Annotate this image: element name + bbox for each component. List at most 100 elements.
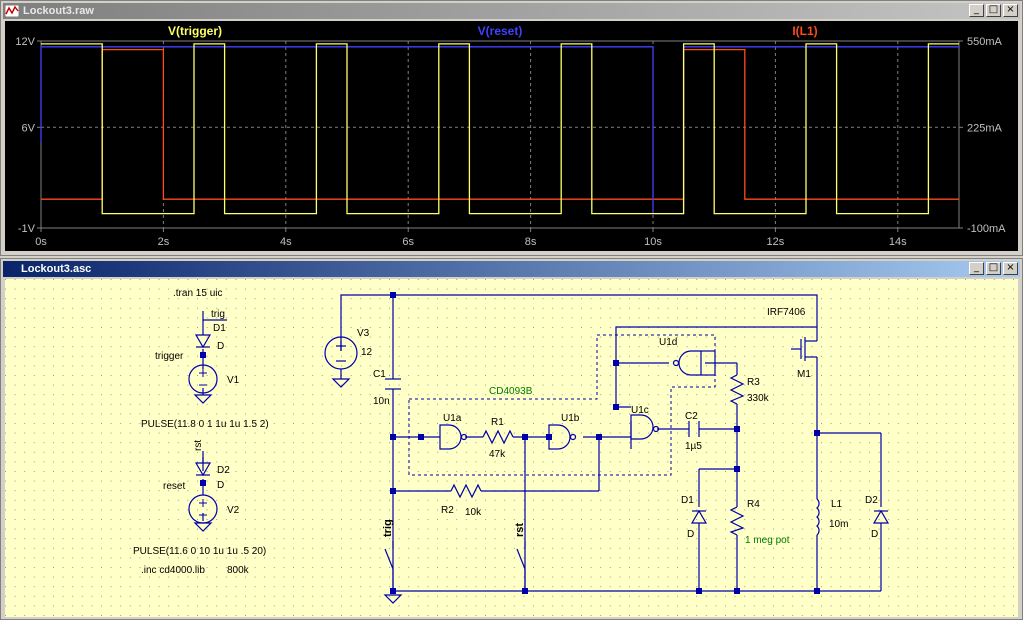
800k-label: 800k xyxy=(227,565,250,576)
plot-frame xyxy=(40,40,960,229)
c1-value: 10n xyxy=(373,396,390,407)
resistors[interactable] xyxy=(450,374,745,536)
m1-label: M1 xyxy=(797,369,811,380)
rst-net-label: rst xyxy=(193,440,204,451)
x-tick-label: 10s xyxy=(644,236,662,248)
d1-model: D xyxy=(687,529,694,540)
schematic-labels: .tran 15 uic trig D1 D trigger V1 PULSE(… xyxy=(133,288,878,576)
trigger-net-label: trigger xyxy=(155,351,184,362)
l1-inductor[interactable] xyxy=(816,498,820,536)
d2x-label: D2 xyxy=(217,465,230,476)
waveform-plot[interactable]: 12V 550mA 6V 225mA -1V -100mA 0s 2s 4s 6s 8s 10s 12s… xyxy=(5,21,1018,251)
r2-label: R2 xyxy=(441,505,454,516)
schematic-titlebar[interactable]: Lockout3.asc _ □ × xyxy=(3,261,1020,277)
trace-line xyxy=(41,48,959,200)
x-tick-label: 6s xyxy=(402,236,414,248)
u1a-label: U1a xyxy=(443,413,462,424)
minimize-button[interactable]: _ xyxy=(969,4,984,17)
v3-value: 12 xyxy=(361,347,373,358)
right-axis-label: 225mA xyxy=(967,122,1003,134)
schematic-window: Lockout3.asc _ □ × xyxy=(0,258,1023,620)
tran-directive: .tran 15 uic xyxy=(173,288,222,299)
trace-name[interactable]: V(reset) xyxy=(478,24,523,38)
irf7406-label: IRF7406 xyxy=(767,307,806,318)
x-tick-label: 12s xyxy=(767,236,785,248)
trace-name[interactable]: I(L1) xyxy=(792,24,817,38)
x-tick-label: 0s xyxy=(35,236,47,248)
waveform-window-title: Lockout3.raw xyxy=(23,5,94,17)
pulse2-label: PULSE(11.6 0 10 1u 1u .5 20) xyxy=(133,546,266,557)
d2-model: D xyxy=(871,529,878,540)
right-axis-label: 550mA xyxy=(967,36,1003,48)
waveform-plot-area[interactable]: 12V 550mA 6V 225mA -1V -100mA 0s 2s 4s 6s 8s 10s 12s… xyxy=(5,21,1018,251)
reset-net-label: reset xyxy=(163,481,185,492)
trace-line xyxy=(41,43,959,215)
waveform-window: Lockout3.raw _ □ × 12V 550mA 6V 225mA -1V -10… xyxy=(0,0,1023,256)
plot-grid xyxy=(37,40,963,232)
maximize-button[interactable]: □ xyxy=(986,262,1001,275)
right-axis-label: -100mA xyxy=(967,223,1006,235)
d1-label: D1 xyxy=(681,495,694,506)
l1-label: L1 xyxy=(831,499,843,510)
r3-label: R3 xyxy=(747,377,760,388)
d2x-model: D xyxy=(217,480,224,491)
r1-value: 47k xyxy=(489,449,506,460)
plot-labels: 12V 550mA 6V 225mA -1V -100mA 0s 2s 4s 6s 8s 10s 12s… xyxy=(15,24,1006,248)
pushbuttons[interactable] xyxy=(384,548,526,591)
v1-source[interactable] xyxy=(188,364,218,404)
r4-label: R4 xyxy=(747,499,760,510)
waveform-titlebar[interactable]: Lockout3.raw _ □ × xyxy=(3,3,1020,19)
trace-line xyxy=(40,46,959,215)
left-axis-label: -1V xyxy=(18,223,36,235)
cd4093b-label: CD4093B xyxy=(489,386,533,397)
trig-net-label: trig xyxy=(211,309,225,320)
u1c-label: U1c xyxy=(631,405,649,416)
nand-gates[interactable] xyxy=(439,350,716,450)
r3-value: 330k xyxy=(747,393,770,404)
trig-switch-label: trig xyxy=(382,519,394,537)
v1-label: V1 xyxy=(227,375,240,386)
left-axis-label: 6V xyxy=(22,122,36,134)
v2-label: V2 xyxy=(227,505,240,516)
minimize-button[interactable]: _ xyxy=(969,262,984,275)
schematic-drawing[interactable]: .tran 15 uic trig D1 D trigger V1 PULSE(… xyxy=(5,279,1018,617)
v2-source[interactable] xyxy=(188,494,218,532)
m1-mosfet[interactable] xyxy=(791,337,818,361)
c1-label: C1 xyxy=(373,369,386,380)
waveform-app-icon xyxy=(5,5,19,17)
schematic-canvas[interactable]: .tran 15 uic trig D1 D trigger V1 PULSE(… xyxy=(5,279,1018,617)
c2-capacitor[interactable] xyxy=(688,421,700,437)
c2-label: C2 xyxy=(685,411,698,422)
r2-value: 10k xyxy=(465,507,482,518)
plot-traces xyxy=(40,43,959,215)
l1-value: 10m xyxy=(829,519,848,530)
cd4093b-outline xyxy=(408,334,716,476)
c2-value: 1µ5 xyxy=(685,441,702,452)
r4-value: 1 meg pot xyxy=(745,535,790,546)
r1-label: R1 xyxy=(491,417,504,428)
close-button[interactable]: × xyxy=(1003,4,1018,17)
schematic-window-title: Lockout3.asc xyxy=(21,263,92,275)
v3-label: V3 xyxy=(357,328,370,339)
left-axis-label: 12V xyxy=(15,36,35,48)
x-tick-label: 14s xyxy=(889,236,907,248)
d1x-label: D1 xyxy=(213,323,226,334)
pulse1-label: PULSE(11.8 0 1 1u 1u 1.5 2) xyxy=(141,419,269,430)
input-diodes xyxy=(194,334,212,477)
close-button[interactable]: × xyxy=(1003,262,1018,275)
trace-name[interactable]: V(trigger) xyxy=(168,24,222,38)
c1-capacitor[interactable] xyxy=(385,378,401,390)
x-tick-label: 4s xyxy=(280,236,292,248)
clamp-diodes xyxy=(690,509,890,524)
ground-symbols xyxy=(383,594,403,604)
inc-directive: .inc cd4000.lib xyxy=(141,565,205,576)
u1b-label: U1b xyxy=(561,413,580,424)
v3-source[interactable] xyxy=(324,336,358,388)
x-tick-label: 8s xyxy=(525,236,537,248)
x-tick-label: 2s xyxy=(158,236,170,248)
rst-switch-label: rst xyxy=(514,523,526,537)
maximize-button[interactable]: □ xyxy=(986,4,1001,17)
d2-label: D2 xyxy=(865,495,878,506)
u1d-label: U1d xyxy=(659,337,677,348)
d1x-model: D xyxy=(217,341,224,352)
